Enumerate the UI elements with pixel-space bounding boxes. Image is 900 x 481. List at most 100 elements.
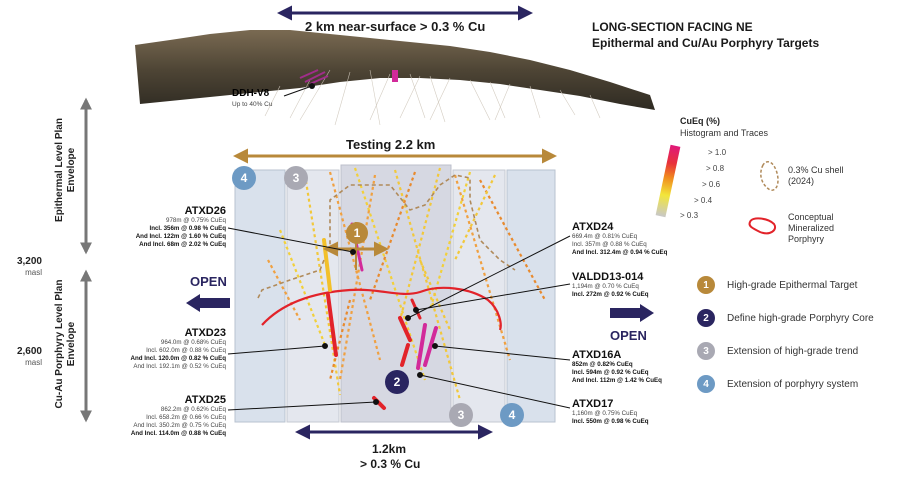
ddh-name: DDH-V8 <box>232 88 270 99</box>
marker-4-right: 4 <box>500 403 524 427</box>
hole-result: 852m @ 0.82% CuEq <box>572 361 633 368</box>
hole-atxd17: ATXD17 1,160m @ 0.75% CuEq Incl. 550m @ … <box>572 398 692 426</box>
hole-valdd13-014: VALDD13-014 1,194m @ 0.70 % CuEq Incl. 2… <box>572 271 692 299</box>
cu-shell-outline <box>257 174 516 299</box>
hole-result: 669.4m @ 0.81% CuEq <box>572 233 638 240</box>
marker-2: 2 <box>385 370 409 394</box>
hole-name: ATXD17 <box>572 398 614 410</box>
ddh-note: Up to 40% Cu <box>232 101 273 108</box>
hole-name: ATXD23 <box>184 327 226 339</box>
hole-result: And Incl. 120.0m @ 0.82 % CuEq <box>130 355 226 362</box>
target-legend-3: 3 Extension of high-grade trend <box>697 342 858 360</box>
leader-lines <box>227 227 571 411</box>
hole-result: And Incl. 112m @ 1.42 % CuEq <box>572 377 662 384</box>
cueq-tick: > 0.6 <box>702 180 721 189</box>
target-marker-3: 3 <box>697 342 715 360</box>
hole-result: 1,194m @ 0.70 % CuEq <box>572 283 639 290</box>
target-label-4: Extension of porphyry system <box>727 378 859 390</box>
target-label-1: High-grade Epithermal Target <box>727 279 858 291</box>
upper-envelope-line1: Epithermal Level Plan <box>54 118 65 222</box>
hole-atxd26: ATXD26 978m @ 0.75% CuEq Incl. 356m @ 0.… <box>108 205 226 249</box>
hole-name: VALDD13-014 <box>572 271 644 283</box>
open-right-arrow <box>610 304 654 322</box>
porphyry-legend-swatch <box>748 217 776 235</box>
upper-envelope-line2: Envelope <box>66 147 77 193</box>
target-legend-1: 1 High-grade Epithermal Target <box>697 276 857 294</box>
hole-name: ATXD25 <box>184 394 226 406</box>
shell-legend-line2: (2024) <box>788 176 815 186</box>
shell-legend-swatch <box>760 161 779 191</box>
hole-result: 978m @ 0.75% CuEq <box>166 217 226 224</box>
hole-atxd16a: ATXD16A 852m @ 0.82% CuEq Incl. 594m @ 0… <box>572 349 692 385</box>
section-subtitle: Epithermal and Cu/Au Porphyry Targets <box>592 36 820 50</box>
hole-result: Incl. 356m @ 0.98 % CuEq <box>149 225 226 232</box>
elevation-upper-value: 3,200 <box>16 256 42 267</box>
surface-epithermal-veins <box>299 69 329 85</box>
hole-result: And Incl. 192.1m @ 0.52 % CuEq <box>133 363 226 370</box>
hole-result: Incl. 658.2m @ 0.66 % CuEq <box>146 414 226 421</box>
section-panel-right <box>506 169 556 423</box>
elevation-upper: 3,200 masl <box>10 256 42 278</box>
marker-3-left: 3 <box>284 166 308 190</box>
target-legend-2: 2 Define high-grade Porphyry Core <box>697 309 874 327</box>
target-label-2: Define high-grade Porphyry Core <box>727 312 874 324</box>
lower-envelope-line1: Cu-Au Porphyry Level Plan <box>54 279 65 409</box>
shell-legend-line1: 0.3% Cu shell <box>788 165 844 175</box>
cueq-color-bar <box>655 144 681 218</box>
target-marker-2: 2 <box>697 309 715 327</box>
testing-label: Testing 2.2 km <box>346 137 436 152</box>
hole-name: ATXD16A <box>572 349 622 361</box>
surface-anomaly <box>392 70 398 82</box>
porphyry-legend-line1: Conceptual <box>788 212 834 222</box>
porphyry-legend-line2: Mineralized <box>788 223 835 233</box>
target-legend-4: 4 Extension of porphyry system <box>697 375 858 393</box>
target-marker-1: 1 <box>697 276 715 294</box>
elevation-lower-value: 2,600 <box>16 346 42 357</box>
hole-result: Incl. 594m @ 0.92 % CuEq <box>572 369 649 376</box>
hole-result: Incl. 550m @ 0.98 % CuEq <box>572 418 649 425</box>
hole-atxd24: ATXD24 669.4m @ 0.81% CuEq Incl. 357m @ … <box>572 221 692 257</box>
marker-3-right: 3 <box>449 403 473 427</box>
target-marker-4: 4 <box>697 375 715 393</box>
marker-4-left: 4 <box>232 166 256 190</box>
porphyry-legend-line3: Porphyry <box>788 234 825 244</box>
cueq-tick: > 0.3 <box>680 211 699 220</box>
cueq-legend-title: CuEq (%) <box>680 116 720 126</box>
hole-result: 964.0m @ 0.68% CuEq <box>160 339 226 346</box>
cueq-tick: > 0.8 <box>706 164 725 173</box>
elevation-upper-unit: masl <box>25 268 42 277</box>
open-right-label: OPEN <box>610 328 647 343</box>
hole-result: And Incl. 114.0m @ 0.88 % CuEq <box>130 430 226 437</box>
elevation-lower: 2,600 masl <box>10 346 42 368</box>
hole-result: 862.2m @ 0.62% CuEq <box>160 406 226 413</box>
ddh-leader <box>283 85 313 97</box>
open-left-arrow <box>186 294 230 312</box>
shell-legend-label: 0.3% Cu shell (2024) <box>788 165 844 187</box>
bottom-extent-label-1: 1.2km <box>372 442 407 456</box>
hole-atxd25: ATXD25 862.2m @ 0.62% CuEq Incl. 658.2m … <box>108 394 226 438</box>
hole-result: Incl. 602.0m @ 0.88 % CuEq <box>146 347 226 354</box>
top-extent-label: 2 km near-surface > 0.3 % Cu <box>305 19 486 34</box>
cueq-legend-subtitle: Histogram and Traces <box>680 128 769 138</box>
hole-atxd23: ATXD23 964.0m @ 0.68% CuEq Incl. 602.0m … <box>108 327 226 371</box>
hole-result: 1,160m @ 0.75% CuEq <box>572 410 638 417</box>
bottom-extent-label-2: > 0.3 % Cu <box>360 457 421 471</box>
lower-envelope-line2: Envelope <box>66 321 77 367</box>
hole-result: Incl. 272m @ 0.92 % CuEq <box>572 291 649 298</box>
surface-drill-traces <box>264 69 601 126</box>
cueq-tick: > 0.4 <box>694 196 713 205</box>
elevation-lower-unit: masl <box>25 358 42 367</box>
section-title: LONG-SECTION FACING NE <box>592 20 753 34</box>
upper-envelope-label: Epithermal Level Plan Envelope <box>54 100 78 240</box>
hole-result: And Incl. 312.4m @ 0.94 % CuEq <box>572 249 668 256</box>
porphyry-legend-label: Conceptual Mineralized Porphyry <box>788 212 834 245</box>
hole-result: And Incl. 122m @ 1.60 % CuEq <box>135 233 226 240</box>
hole-name: ATXD26 <box>184 205 226 217</box>
porphyry-outline <box>261 286 502 331</box>
hole-result: And Incl. 68m @ 2.02 % CuEq <box>139 241 226 248</box>
lower-envelope-label: Cu-Au Porphyry Level Plan Envelope <box>54 264 78 424</box>
target-label-3: Extension of high-grade trend <box>727 345 859 357</box>
open-left-label: OPEN <box>190 274 227 289</box>
hole-name: ATXD24 <box>572 221 614 233</box>
